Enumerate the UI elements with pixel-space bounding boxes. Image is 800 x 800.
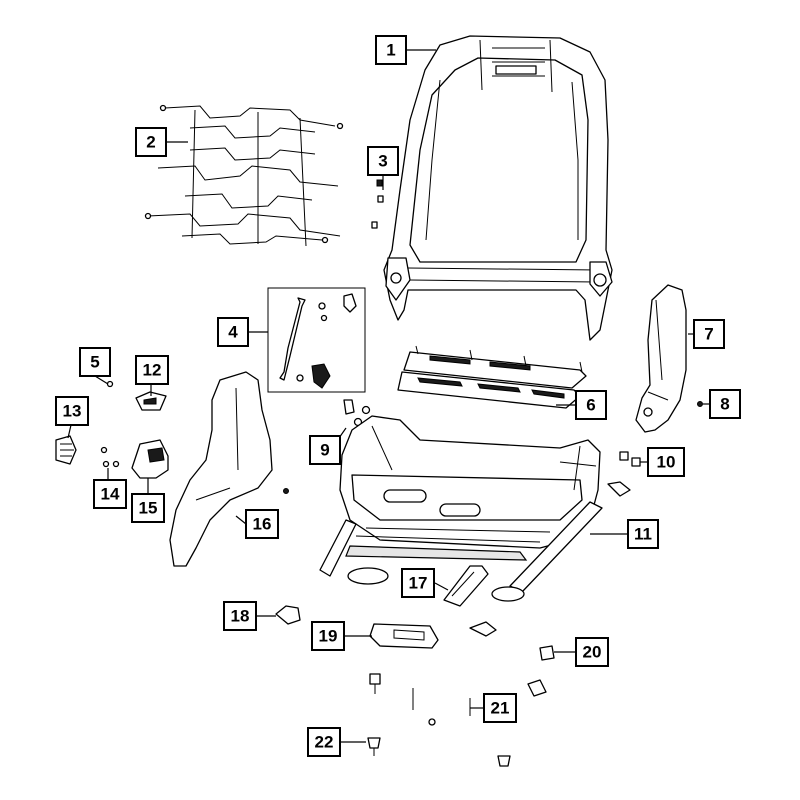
callout-18: 18 <box>223 601 257 631</box>
callout-19: 19 <box>311 621 345 651</box>
power-seat-switch <box>135 391 167 411</box>
callout-label: 11 <box>634 525 652 544</box>
small-screws <box>100 380 120 468</box>
callout-20: 20 <box>575 637 609 667</box>
callout-label: 4 <box>228 323 238 342</box>
callout-label: 22 <box>315 733 334 752</box>
callout-5: 5 <box>79 347 111 377</box>
callout-label: 18 <box>231 607 250 626</box>
callout-label: 17 <box>409 574 428 593</box>
callout-label: 12 <box>143 361 162 380</box>
callout-9: 9 <box>309 435 341 465</box>
callout-16: 16 <box>245 509 279 539</box>
callout-label: 3 <box>378 152 387 171</box>
callout-14: 14 <box>93 479 127 509</box>
seat-cushion-slat-mat <box>397 345 587 409</box>
callout-label: 21 <box>491 699 510 718</box>
callout-4: 4 <box>217 317 249 347</box>
callout-7: 7 <box>693 319 725 349</box>
callout-label: 1 <box>386 41 395 60</box>
callout-label: 2 <box>146 133 155 152</box>
callout-label: 5 <box>90 353 99 372</box>
seat-back-spring-mat <box>144 104 344 247</box>
callout-15: 15 <box>131 493 165 523</box>
callout-label: 7 <box>704 325 713 344</box>
side-shield-trim <box>635 284 687 433</box>
callout-8: 8 <box>709 389 741 419</box>
callout-label: 13 <box>63 402 82 421</box>
bolts <box>619 451 641 467</box>
callout-11: 11 <box>627 519 659 549</box>
callout-22: 22 <box>307 727 341 757</box>
recliner-handle-assembly <box>131 439 169 479</box>
callout-label: 10 <box>657 453 676 472</box>
callout-21: 21 <box>483 693 517 723</box>
callout-label: 8 <box>720 395 729 414</box>
callout-2: 2 <box>135 127 167 157</box>
callout-label: 16 <box>253 515 272 534</box>
callout-label: 20 <box>583 643 602 662</box>
callout-1: 1 <box>375 35 407 65</box>
callout-17: 17 <box>401 568 435 598</box>
cable-kit <box>267 287 366 393</box>
knob <box>55 435 77 465</box>
callout-label: 14 <box>101 485 120 504</box>
callout-label: 15 <box>139 499 158 518</box>
leader-lines <box>67 49 710 743</box>
left-side-shield <box>169 371 289 567</box>
callout-label: 9 <box>320 441 329 460</box>
callout-label: 6 <box>586 396 595 415</box>
seat-back-frame <box>383 35 613 341</box>
fasteners <box>367 645 555 767</box>
mounting-bracket <box>443 565 489 607</box>
callout-3: 3 <box>367 146 399 176</box>
callout-10: 10 <box>647 447 685 477</box>
callout-label: 19 <box>319 627 338 646</box>
seat-cushion-frame <box>339 415 601 549</box>
callout-6: 6 <box>575 390 607 420</box>
callout-12: 12 <box>135 355 169 385</box>
wire-clips <box>275 481 631 637</box>
module-bracket <box>369 623 439 649</box>
push-pin <box>697 401 703 407</box>
seat-track-adjuster <box>319 501 603 602</box>
clip-fasteners <box>371 179 384 229</box>
callout-13: 13 <box>55 396 89 426</box>
